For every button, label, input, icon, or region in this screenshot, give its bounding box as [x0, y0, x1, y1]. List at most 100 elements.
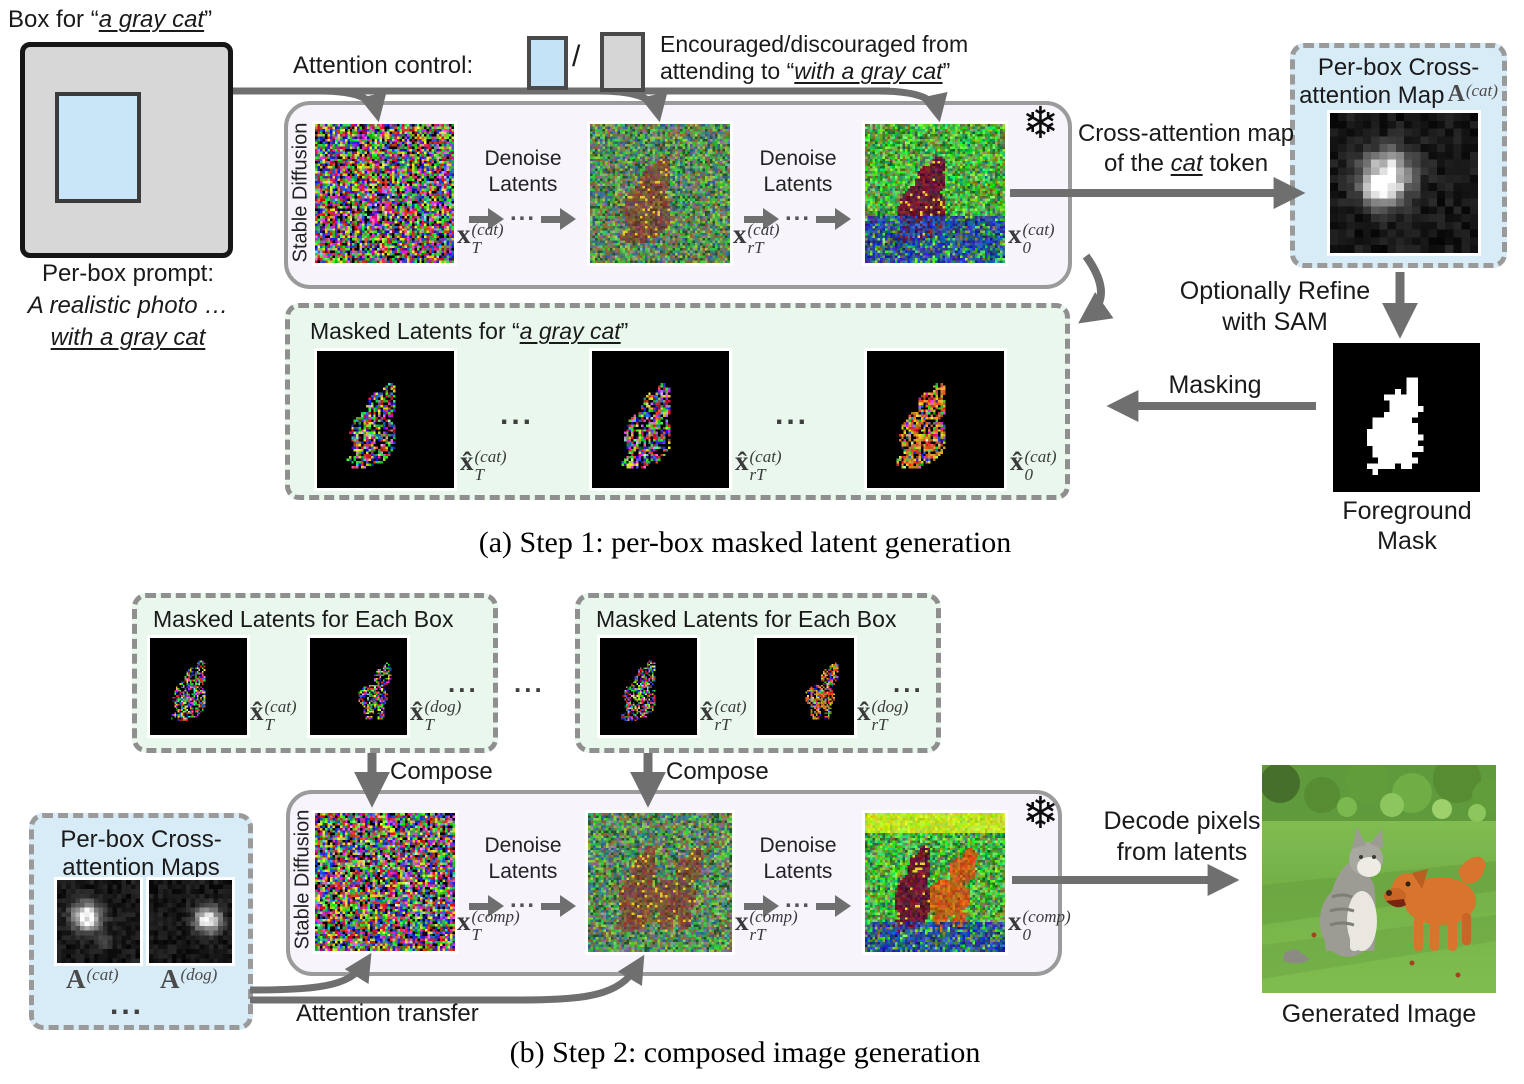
maps-box-title: Per-box Cross- attention Maps: [34, 826, 248, 882]
box-title-phrase: a gray cat: [99, 6, 204, 33]
masked-label-xT-cat-2: x̂(cat)T: [250, 698, 297, 733]
denoise-label: Denoise Latents: [456, 833, 590, 886]
latent-label-x0-cat: x(cat)0: [1008, 221, 1055, 256]
arrow-sd-to-masked: [1086, 256, 1101, 318]
cat-bounding-box: [55, 92, 141, 203]
map-symbol-A-cat: A(cat): [1448, 82, 1498, 106]
cross-attention-map-image-cat: [1330, 113, 1478, 253]
generated-image: [1262, 765, 1496, 993]
frozen-snowflake-icon: ❄: [1022, 792, 1059, 836]
maps-title-line2: attention Maps: [34, 854, 248, 882]
caption-step2: (b) Step 2: composed image generation: [385, 1036, 1105, 1070]
ellipsis-dots: ...: [510, 199, 536, 227]
box-title-suffix: ”: [204, 6, 212, 33]
masked-title-prefix: Masked Latents for “: [310, 318, 520, 344]
masked-latent-xrT-cat-2: [600, 638, 697, 735]
refine-line2: with SAM: [1160, 307, 1390, 338]
cross-attn-map-title: Per-box Cross- attention Map A(cat): [1295, 54, 1502, 110]
latent-image-xT-comp: [315, 813, 455, 951]
denoise-label: Denoise Latents: [456, 146, 590, 199]
denoise-label: Denoise Latents: [731, 833, 865, 886]
decode-line2: from latents: [1062, 837, 1302, 868]
cross-attention-arrow-label: Cross-attention map of the cat token: [1068, 119, 1304, 179]
desc2-prefix: attending to “: [660, 58, 794, 84]
masked-latent-xrT-dog: [757, 638, 854, 735]
latent-image-xT-cat: [315, 124, 454, 263]
right-arrow-icon: [541, 895, 577, 917]
legend-slash: /: [572, 40, 580, 74]
latent-label-xT-cat: x(cat)T: [457, 221, 504, 256]
latent-image-x0-cat: [865, 124, 1005, 263]
masked-label-xrT-dog: x̂(dog)rT: [857, 698, 908, 733]
attention-transfer-label: Attention transfer: [296, 1000, 479, 1028]
each-box-title-2: Masked Latents for Each Box: [596, 606, 936, 633]
encouraged-swatch: [527, 36, 568, 90]
map-title-line2: attention Map A(cat): [1295, 82, 1502, 110]
attention-control-desc: Encouraged/discouraged from attending to…: [660, 31, 968, 85]
desc2-suffix: ”: [943, 58, 951, 84]
prompt-line1: A realistic photo …: [8, 292, 248, 320]
map-label-A-dog: A(dog): [160, 966, 217, 993]
compose-label-1: Compose: [390, 758, 493, 786]
denoise-label: Denoise Latents: [731, 146, 865, 199]
per-box-prompt: Per-box prompt: A realistic photo … with…: [8, 260, 248, 352]
cross-attn-token: cat: [1171, 150, 1203, 177]
masked-latents-title: Masked Latents for “a gray cat”: [310, 318, 1065, 345]
foreground-mask-image: [1333, 343, 1480, 492]
cross-attn-line1: Cross-attention map: [1068, 119, 1304, 149]
latent-image-xrT-comp: [588, 813, 732, 952]
map-title-line1: Per-box Cross-: [1295, 54, 1502, 82]
prompt-line2: with a gray cat: [8, 324, 248, 352]
masked-title-phrase: a gray cat: [520, 318, 621, 344]
masked-label-xT-dog: x̂(dog)T: [410, 698, 461, 733]
cross-attn-prefix: of the: [1104, 150, 1171, 177]
ellipsis-dots: ...: [514, 668, 545, 699]
masked-title-suffix: ”: [621, 318, 629, 344]
ellipsis-dots: ...: [785, 199, 811, 227]
masked-latent-xT-cat: [317, 351, 454, 488]
layout-canvas-box: [20, 42, 233, 258]
maps-title-line1: Per-box Cross-: [34, 826, 248, 854]
masked-latent-xT-cat-2: [150, 638, 247, 735]
ellipsis-dots: ...: [775, 398, 809, 432]
foreground-mask-label: Foreground Mask: [1336, 496, 1478, 556]
ellipsis-dots: ...: [893, 668, 924, 699]
masked-label-xrT-cat-2: x̂(cat)rT: [700, 698, 747, 733]
decode-pixels-label: Decode pixels from latents: [1062, 806, 1302, 868]
frozen-snowflake-icon: ❄: [1022, 102, 1059, 146]
box-for-cat-title: Box for “a gray cat”: [8, 6, 212, 34]
latent-label-xrT-comp: x(comp)rT: [735, 908, 798, 943]
masked-latent-xrT-cat: [592, 351, 729, 488]
attention-desc-line1: Encouraged/discouraged from: [660, 31, 968, 58]
latent-image-xrT-cat: [590, 124, 730, 263]
desc2-phrase: with a gray cat: [794, 58, 942, 84]
box-title-prefix: Box for “: [8, 6, 99, 33]
decode-line1: Decode pixels: [1062, 806, 1302, 837]
attention-map-image-cat: [57, 880, 140, 963]
latent-label-xrT-cat: x(cat)rT: [733, 221, 780, 256]
stable-diffusion-vertical-label-2: Stable Diffusion: [292, 789, 315, 971]
latent-label-xT-comp: x(comp)T: [457, 908, 520, 943]
right-arrow-icon: [816, 208, 852, 230]
refine-line1: Optionally Refine: [1160, 276, 1390, 307]
map-title-text: attention Map: [1299, 82, 1444, 110]
attention-desc-line2: attending to “with a gray cat”: [660, 58, 968, 85]
masked-label-x0-cat: x̂(cat)0: [1010, 448, 1057, 483]
each-box-title-1: Masked Latents for Each Box: [153, 606, 493, 633]
attention-control-label: Attention control:: [293, 52, 473, 80]
attention-map-image-dog: [149, 880, 232, 963]
compose-label-2: Compose: [666, 758, 769, 786]
ellipsis-dots: ...: [448, 668, 479, 699]
latent-image-x0-comp: [865, 813, 1005, 952]
ellipsis-dots: ...: [500, 398, 534, 432]
masking-label: Masking: [1140, 371, 1290, 400]
cross-attn-suffix: token: [1203, 150, 1268, 177]
caption-step1: (a) Step 1: per-box masked latent genera…: [385, 526, 1105, 560]
right-arrow-icon: [816, 895, 852, 917]
generated-image-label: Generated Image: [1272, 1000, 1486, 1029]
cross-attn-line2: of the cat token: [1068, 149, 1304, 179]
ellipsis-dots: ...: [110, 988, 144, 1022]
prompt-title: Per-box prompt:: [8, 260, 248, 288]
right-arrow-icon: [541, 208, 577, 230]
